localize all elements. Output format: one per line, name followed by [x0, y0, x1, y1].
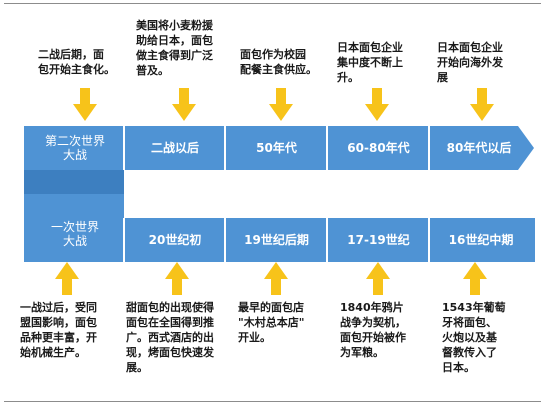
top-timeline-bar — [24, 126, 534, 170]
note-late-19th-century: 最早的面包店 "木村总本店" 开业。 — [238, 301, 305, 344]
down-arrow — [365, 88, 389, 121]
note-1960-80s: 日本面包企业 集中度不断上 升。 — [337, 41, 403, 84]
segment-label-after-1980s: 80年代以后 — [446, 141, 512, 155]
segment-label-17-19th-century: 17-19世纪 — [347, 233, 410, 247]
down-arrow — [172, 88, 196, 121]
segment-label-1960-80s: 60-80年代 — [347, 141, 410, 155]
note-after-1980s: 日本面包企业 开始向海外发 展 — [437, 41, 503, 84]
up-arrow — [264, 262, 288, 295]
timeline-turn-connector — [24, 170, 124, 194]
segment-label-late-19th-century: 19世纪后期 — [244, 233, 309, 247]
down-arrow — [73, 88, 97, 121]
bottom-bar-separators — [123, 218, 430, 262]
note-17-19th-century: 1840年鸦片 战争为契机， 面包开始被作 为军粮。 — [340, 301, 406, 359]
segment-label-mid-16th-century: 16世纪中期 — [448, 233, 514, 247]
bottom-divider-line — [4, 401, 541, 402]
segment-label-ww2: 第二次世界 大战 — [44, 134, 105, 162]
down-arrow — [269, 88, 293, 121]
segment-label-early-20th-century: 20世纪初 — [148, 233, 202, 247]
note-ww2: 二战后期，面 包开始主食化。 — [38, 48, 115, 76]
segment-label-1950s: 50年代 — [256, 141, 297, 155]
note-1950s: 面包作为校园 配餐主食供应。 — [240, 48, 317, 76]
up-arrow — [463, 262, 487, 295]
down-arrows — [73, 88, 494, 121]
note-early-20th-century: 甜面包的出现使得 面包在全国得到推 广。西式酒店的出 现，烤面包快速发 展。 — [126, 301, 214, 374]
note-mid-16th-century: 1543年葡萄 牙将面包、 火炮以及基 督教传入了 日本。 — [442, 301, 506, 374]
segment-label-ww1: 一次世界 大战 — [50, 220, 99, 248]
segment-label-postwar: 二战以后 — [150, 141, 199, 155]
note-postwar: 美国将小麦粉援 助给日本，面包 做主食得到广泛 普及。 — [136, 19, 213, 77]
up-arrows — [55, 262, 487, 295]
down-arrow — [470, 88, 494, 121]
up-arrow — [165, 262, 189, 295]
note-ww1: 一战过后，受同 盟国影响，面包 品种更丰富，开 始机械生产。 — [20, 301, 97, 359]
top-bar-separators — [123, 126, 430, 170]
up-arrow — [55, 262, 79, 295]
bottom-bar-top-band — [124, 194, 535, 218]
top-divider-line — [4, 3, 541, 4]
up-arrow — [366, 262, 390, 295]
